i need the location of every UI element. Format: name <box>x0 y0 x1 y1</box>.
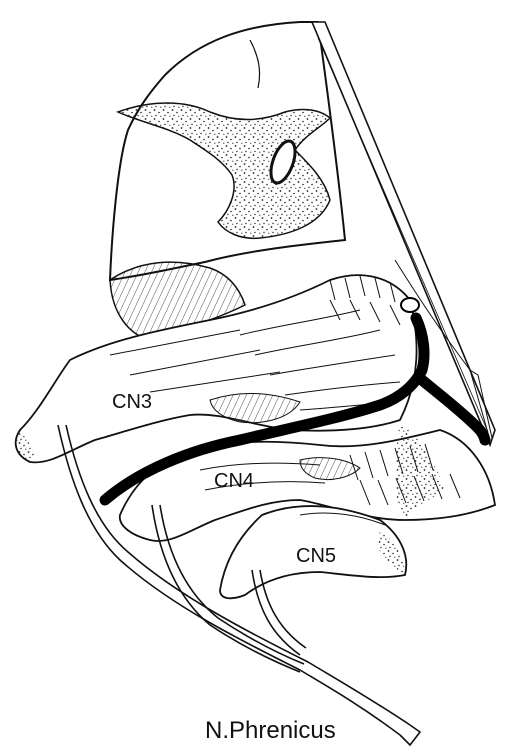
label-cn3: CN3 <box>112 391 152 413</box>
spinal-cord-section <box>110 22 345 280</box>
label-cn5: CN5 <box>296 545 336 567</box>
label-cn4: CN4 <box>214 470 254 492</box>
nerve-end-bulb <box>401 298 419 312</box>
label-phrenicus: N.Phrenicus <box>205 717 336 744</box>
